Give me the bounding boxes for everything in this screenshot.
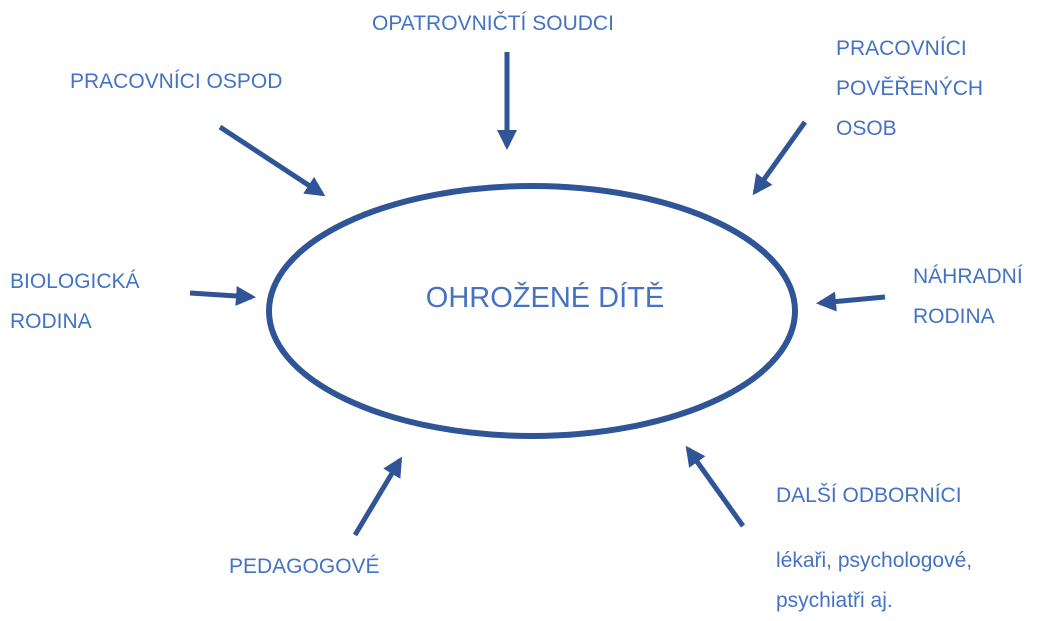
arrow-pracovnici-ospod bbox=[218, 124, 326, 197]
arrow-biologicka-rodina bbox=[189, 285, 256, 306]
node-line: PRACOVNÍCI bbox=[836, 37, 967, 60]
node-line: BIOLOGICKÁ bbox=[10, 270, 140, 293]
center-label: OHROŽENÉ DÍTĚ bbox=[425, 282, 665, 314]
node-line: POVĚŘENÝCH bbox=[836, 77, 984, 100]
node-biologicka-rodina: BIOLOGICKÁ RODINA bbox=[10, 262, 140, 342]
arrow-pedagogove bbox=[352, 456, 403, 537]
arrow-pracovnici-poverenych-osob bbox=[752, 120, 808, 196]
node-pracovnici-ospod: PRACOVNÍCI OSPOD bbox=[70, 62, 282, 102]
node-line: PRACOVNÍCI OSPOD bbox=[70, 70, 283, 93]
node-line: NÁHRADNÍ bbox=[913, 265, 1023, 288]
center-ellipse bbox=[266, 183, 798, 439]
arrow-dalsi-odbornici bbox=[685, 445, 746, 528]
node-pedagogove: PEDAGOGOVÉ bbox=[229, 547, 380, 587]
node-nahradni-rodina: NÁHRADNÍ RODINA bbox=[913, 257, 1023, 337]
arrow-nahradni-rodina bbox=[816, 291, 886, 312]
node-detail-line: psychiatři aj. bbox=[776, 589, 893, 612]
node-dalsi-odbornici-detail: lékaři, psychologové, psychiatři aj. bbox=[776, 541, 972, 621]
node-line: RODINA bbox=[913, 305, 995, 328]
node-line: OPATROVNIČTÍ SOUDCI bbox=[372, 12, 614, 35]
node-line: RODINA bbox=[10, 310, 92, 333]
node-line: OSOB bbox=[836, 117, 897, 140]
node-pracovnici-poverenych-osob: PRACOVNÍCI POVĚŘENÝCH OSOB bbox=[836, 29, 983, 149]
node-opatrovnicti-soudci: OPATROVNIČTÍ SOUDCI bbox=[372, 4, 614, 44]
node-dalsi-odbornici: DALŠÍ ODBORNÍCI bbox=[776, 476, 962, 516]
node-line: PEDAGOGOVÉ bbox=[229, 555, 380, 578]
node-line: DALŠÍ ODBORNÍCI bbox=[776, 484, 962, 507]
node-detail-line: lékaři, psychologové, bbox=[776, 549, 973, 572]
